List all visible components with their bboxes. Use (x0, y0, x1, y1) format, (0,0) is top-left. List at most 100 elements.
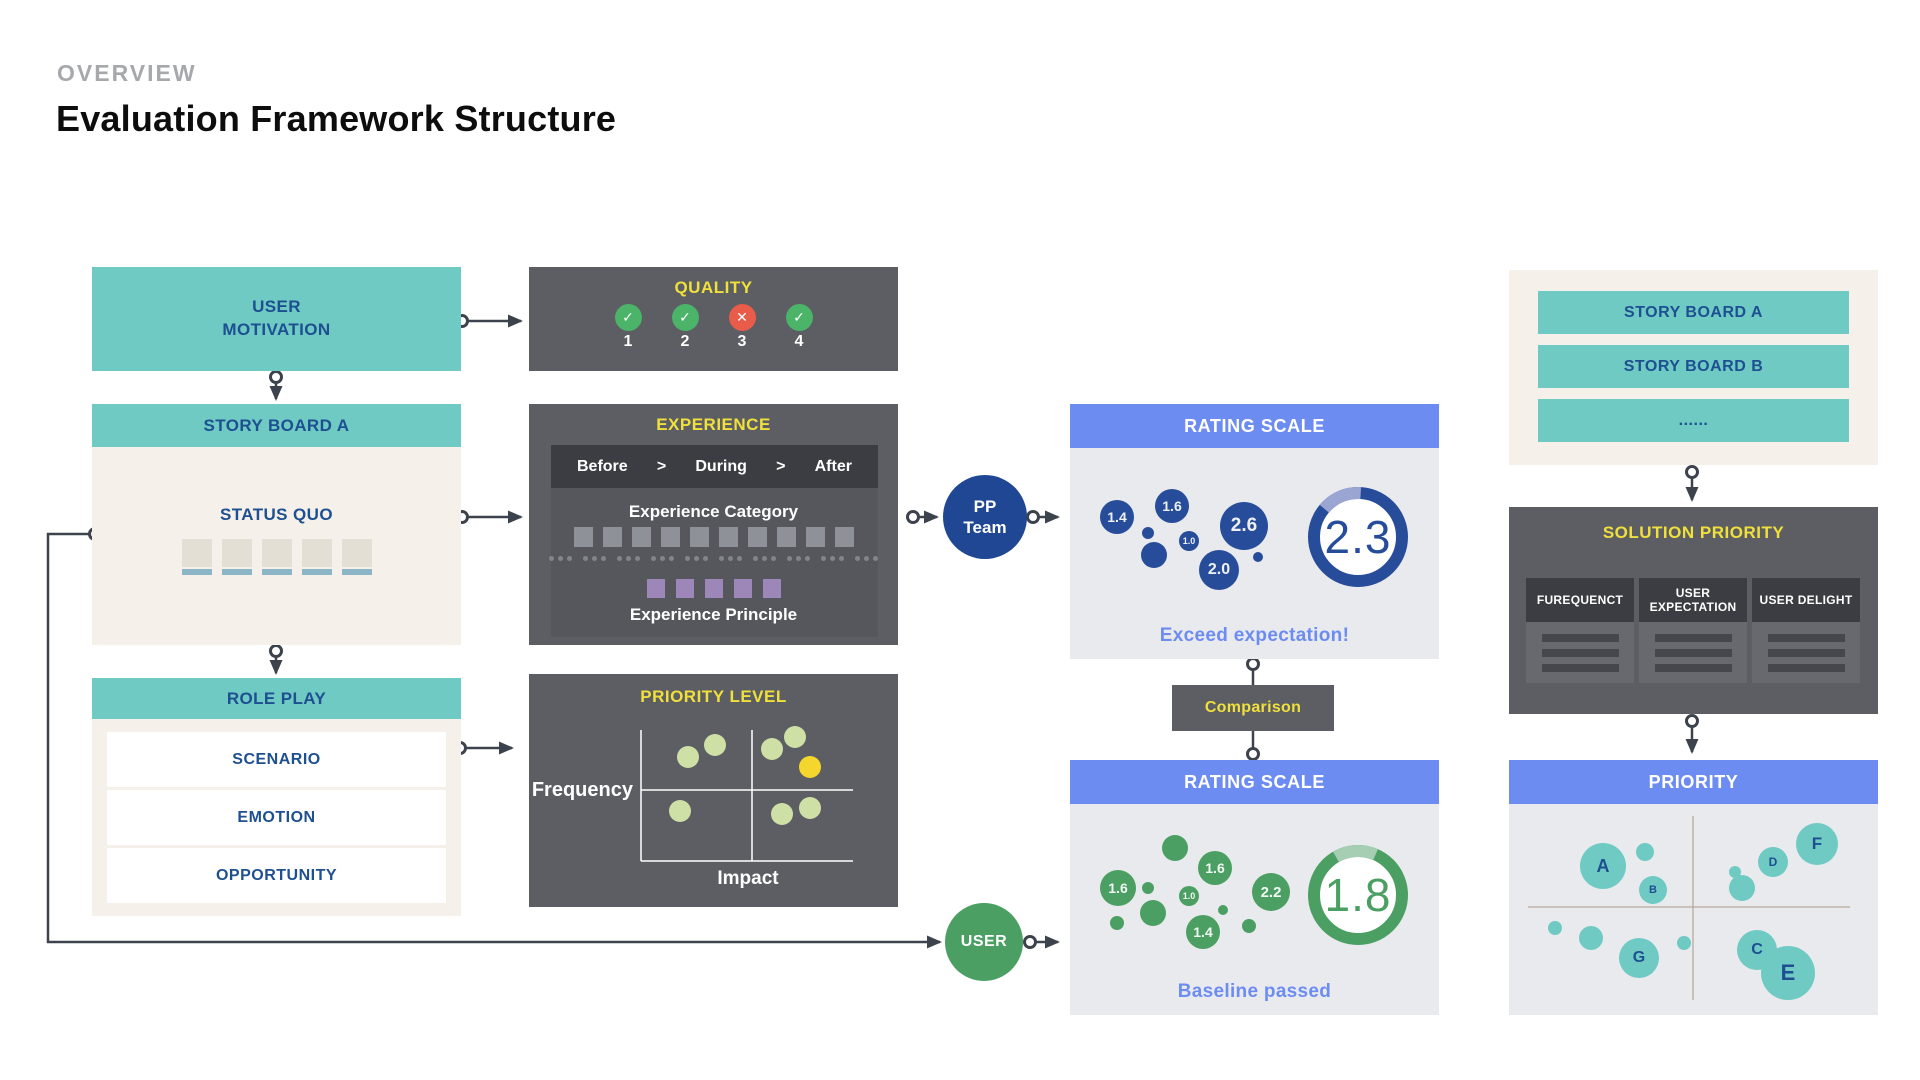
solution-priority-title: SOLUTION PRIORITY (1602, 523, 1785, 542)
experience-dot-group (821, 556, 844, 561)
experience-dot (796, 556, 801, 561)
rating-bubble (1162, 835, 1188, 861)
storyboard-thumbnail (301, 539, 332, 575)
experience-dot (567, 556, 572, 561)
experience-phase-label: > (776, 457, 786, 475)
priority-level-title: PRIORITY LEVEL (640, 687, 787, 706)
placeholder-line (1541, 663, 1619, 672)
node-experience[interactable]: EXPERIENCE Before>During>After Experienc… (529, 404, 898, 645)
priority-bubble (1548, 921, 1562, 935)
priority-level-dot (784, 726, 806, 748)
rating-bubble: 1.4 (1100, 500, 1134, 534)
role-play-row[interactable]: SCENARIO (107, 732, 446, 787)
check-icon: ✓ (614, 304, 642, 331)
rating-top-header: RATING SCALE (1070, 404, 1439, 448)
thumbnail-underline (181, 569, 212, 575)
priority-bubble (1579, 926, 1603, 950)
experience-dot (626, 556, 631, 561)
node-pp-team[interactable]: PP Team (943, 475, 1027, 559)
node-comparison[interactable]: Comparison (1172, 685, 1334, 731)
rating-bubble: 1.6 (1198, 851, 1232, 885)
experience-dot-group (719, 556, 742, 561)
experience-dot-group (617, 556, 640, 561)
experience-inner-panel (551, 488, 878, 637)
rating-top-caption: Exceed expectation! (1159, 625, 1350, 646)
role-play-row[interactable]: EMOTION (107, 790, 446, 845)
priority-level-y-label: Frequency (531, 779, 633, 801)
priority-bubble: B (1639, 876, 1667, 904)
quality-step-number: 1 (623, 333, 633, 350)
check-icon: ✓ (671, 304, 699, 331)
quality-checks: ✓1✓2✕3✓4 (529, 304, 898, 351)
solution-priority-column: USER DELIGHT (1752, 578, 1860, 683)
experience-dot-group (855, 556, 878, 561)
experience-dot-group (753, 556, 776, 561)
solution-priority-column-body (1752, 622, 1860, 683)
placeholder-line (1654, 648, 1732, 657)
connector-user-to-ratingscale (1023, 935, 1060, 949)
experience-dot (549, 556, 554, 561)
priority-level-dot (669, 800, 691, 822)
experience-category-square (718, 527, 738, 547)
priority-matrix-axes (1528, 816, 1850, 1000)
connector-ratingscale-to-comparison (1246, 657, 1260, 685)
priority-bubble: A (1580, 843, 1626, 889)
node-quality[interactable]: QUALITY ✓1✓2✕3✓4 (529, 267, 898, 371)
node-user-motivation[interactable]: USER MOTIVATION (92, 267, 461, 371)
rating-bubble (1140, 900, 1166, 926)
connector-storyboard-to-experience (455, 510, 523, 524)
experience-dot (821, 556, 826, 561)
experience-category-square (573, 527, 593, 547)
experience-dot (685, 556, 690, 561)
experience-principle-label: Experience Principle (629, 605, 798, 624)
experience-category-square (834, 527, 854, 547)
node-rating-scale-top[interactable]: RATING SCALE 2.3 Exceed expectation! 1.4… (1070, 404, 1439, 659)
experience-dot (583, 556, 588, 561)
storyboard-bar[interactable]: ...... (1538, 399, 1849, 442)
storyboard-bar[interactable]: STORY BOARD B (1538, 345, 1849, 388)
node-user[interactable]: USER (945, 903, 1023, 981)
node-priority-level[interactable]: PRIORITY LEVEL Frequency Impact (529, 674, 898, 907)
priority-level-dot (761, 738, 783, 760)
thumbnail-underline (341, 569, 372, 575)
rating-bottom-score: 1.8 (1324, 869, 1392, 921)
rating-bottom-score-ring: 1.8 (1298, 835, 1418, 955)
rating-bubble: 1.6 (1155, 489, 1189, 523)
solution-priority-column-header: USER EXPECTATION (1639, 578, 1747, 622)
priority-bubble: G (1619, 938, 1659, 978)
experience-title: EXPERIENCE (656, 415, 771, 434)
experience-dot (787, 556, 792, 561)
thumbnail-underline (221, 569, 252, 575)
storyboard-thumbnail (221, 539, 252, 575)
node-storyboard-stack[interactable]: STORY BOARD A STORY BOARD B...... (1509, 270, 1878, 465)
role-play-row[interactable]: OPPORTUNITY (107, 848, 446, 903)
experience-phase-label: Before (577, 457, 628, 475)
experience-phase-label: After (814, 457, 852, 475)
node-storyboard-a[interactable]: STORY BOARD A STATUS QUO (92, 404, 461, 645)
rating-bubble: 2.0 (1199, 550, 1239, 590)
experience-dot (771, 556, 776, 561)
connector-ppteam-to-ratingscale (1026, 510, 1060, 524)
priority-level-axes (640, 730, 853, 862)
thumbnail-square (261, 539, 292, 567)
experience-principle-square (675, 579, 694, 598)
rating-bubble: 2.6 (1220, 502, 1268, 550)
solution-priority-column-header: USER DELIGHT (1752, 578, 1860, 622)
priority-bubble: E (1761, 946, 1815, 1000)
placeholder-line (1767, 663, 1845, 672)
rating-bubble: 1.6 (1100, 870, 1136, 906)
status-quo-label: STATUS QUO (220, 505, 333, 524)
experience-dot (660, 556, 665, 561)
experience-dot (694, 556, 699, 561)
storyboard-bar[interactable]: STORY BOARD A (1538, 291, 1849, 334)
quality-item: ✓1 (614, 304, 642, 351)
page-title: Evaluation Framework Structure (56, 98, 617, 139)
